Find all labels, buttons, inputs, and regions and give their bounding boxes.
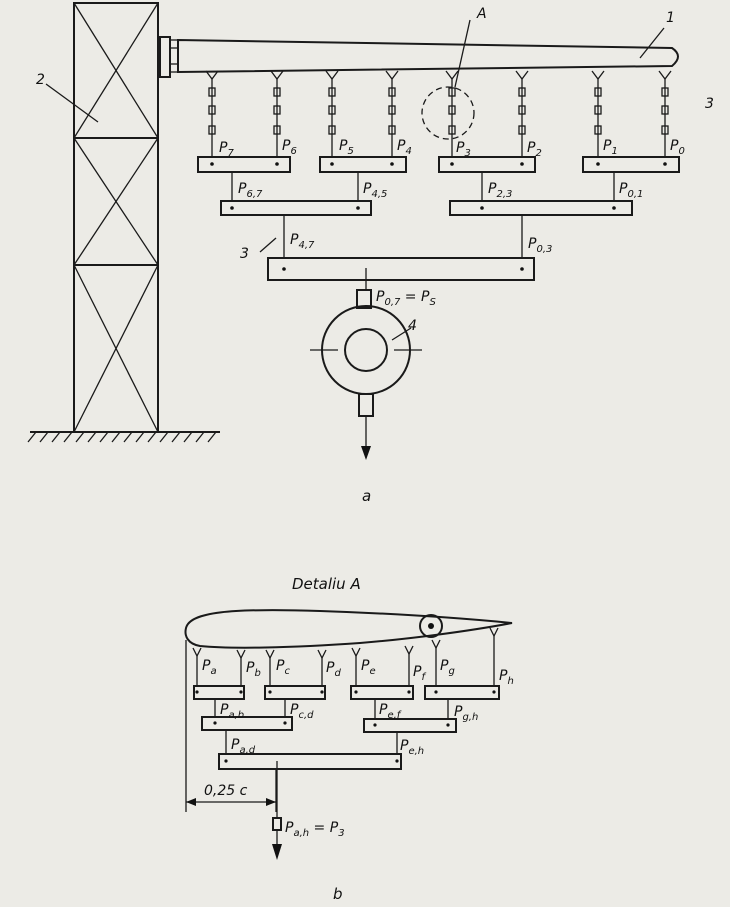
dimension-quarter-chord — [185, 640, 277, 812]
label-ph: Ph — [499, 668, 514, 687]
label-p1: P1 — [603, 138, 618, 157]
whiffletree-level-3 — [267, 257, 535, 281]
hydraulic-actuator — [310, 305, 422, 460]
label-pd: Pd — [326, 660, 341, 679]
callout-2: 2 — [36, 72, 45, 88]
callout-2-leader — [45, 83, 99, 123]
test-rig-part-a: 1 2 3 3 4 A P7 P6 P5 P4 P3 P2 P1 P0 P6,7… — [27, 2, 714, 505]
label-pab: Pa,b — [220, 702, 244, 721]
callout-3-link: 3 — [240, 246, 249, 262]
label-pb: Pb — [246, 660, 261, 679]
label-p0: P0 — [670, 138, 685, 157]
label-p45: P4,5 — [363, 181, 387, 200]
label-p47: P4,7 — [290, 232, 315, 251]
label-pf: Pf — [413, 664, 426, 683]
detail-ref-a: A — [476, 6, 487, 22]
lattice-tower — [73, 2, 159, 433]
whiffletree-links-2 — [259, 215, 523, 258]
label-p03: P0,3 — [528, 236, 552, 255]
label-pa: Pa — [202, 658, 217, 677]
label-p3: P3 — [456, 140, 471, 159]
whiffletree-b-links-2 — [225, 730, 398, 754]
label-result-p3: Pa,h = P3 — [285, 820, 345, 839]
pull-rod-b — [272, 761, 282, 860]
hanger-lines-b — [192, 627, 499, 686]
label-p5: P5 — [339, 138, 354, 157]
caption-a: a — [362, 487, 371, 505]
label-pgh: Pg,h — [454, 704, 478, 723]
force-labels-b: Pa Pb Pc Pd Pe Pf Pg Ph Pa,b Pc,d Pe,f P… — [202, 658, 514, 839]
whiffletree-level-1 — [197, 156, 680, 173]
label-pg: Pg — [440, 658, 455, 677]
label-p67: P6,7 — [238, 181, 263, 200]
label-peh: Pe,h — [400, 738, 424, 757]
dimension-label: 0,25 c — [204, 783, 248, 799]
label-result-ps: P0,7 = PS — [376, 289, 436, 308]
label-p23: P2,3 — [488, 181, 512, 200]
label-p7: P7 — [219, 140, 234, 159]
callout-1-leader — [639, 27, 665, 59]
hanger-chains — [205, 70, 672, 157]
label-p2: P2 — [527, 140, 542, 159]
whiffletree-level-2 — [220, 200, 633, 216]
actuator-rod — [356, 268, 372, 309]
force-labels-a: P7 P6 P5 P4 P3 P2 P1 P0 P6,7 P4,5 P2,3 P… — [219, 138, 685, 308]
caption-b: b — [333, 885, 343, 903]
detail-title: Detaliu A — [292, 575, 361, 593]
whiffletree-links-1 — [231, 172, 615, 201]
label-pe: Pe — [361, 658, 376, 677]
label-p4: P4 — [397, 138, 412, 157]
detail-part-b: Detaliu A — [184, 575, 514, 903]
ground-hatching — [27, 431, 220, 443]
label-pc: Pc — [276, 658, 290, 677]
whiffletree-b-level-2 — [201, 716, 457, 733]
wing-beam — [159, 36, 679, 78]
label-p6: P6 — [282, 138, 297, 157]
airfoil-section — [184, 609, 513, 649]
label-pad: Pa,d — [231, 737, 256, 756]
label-pcd: Pc,d — [290, 702, 314, 721]
label-p01: P0,1 — [619, 181, 643, 200]
detail-a-circle — [421, 86, 475, 140]
callout-4: 4 — [408, 318, 417, 334]
whiffletree-b-level-3 — [218, 753, 402, 770]
detail-a-leader — [454, 19, 471, 88]
callout-1: 1 — [666, 10, 675, 26]
whiffletree-b-level-1 — [193, 685, 500, 700]
callout-3-side: 3 — [705, 96, 714, 112]
whiffletree-b-links-1 — [214, 699, 449, 719]
label-pef: Pe,f — [379, 702, 402, 721]
